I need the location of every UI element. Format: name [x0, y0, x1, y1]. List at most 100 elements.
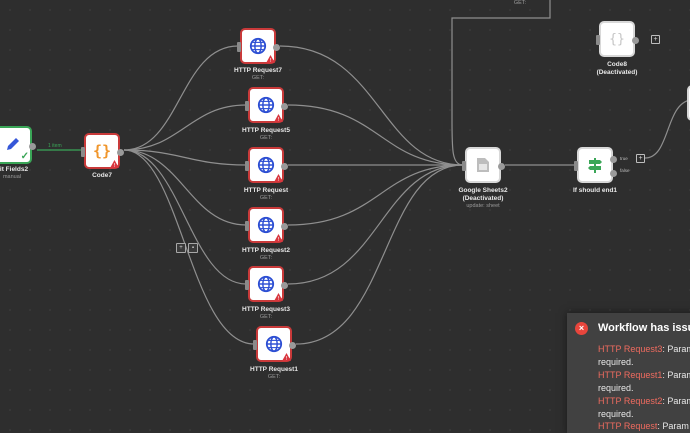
node-subtitle: GET: — [267, 374, 281, 380]
node-subtitle: GET: — [259, 135, 273, 141]
node-subtitle: manual — [2, 174, 22, 180]
issue-required: required. — [598, 383, 634, 393]
node-label: If should end1 — [572, 187, 618, 194]
issue-required: required. — [598, 409, 634, 419]
issue-line: HTTP Request2: Param — [598, 396, 690, 406]
edge-item-count: 1 item — [48, 143, 62, 149]
issue-required: required. — [598, 357, 634, 367]
input-port — [245, 161, 249, 171]
globe-icon — [250, 89, 282, 121]
node-code8[interactable]: {} — [596, 21, 639, 57]
node-label: HTTP Request7 — [234, 67, 282, 74]
node-label: HTTP Request1 — [250, 366, 298, 373]
false-output-port[interactable] — [610, 170, 617, 177]
node-if-should-end1[interactable] — [574, 147, 617, 183]
code-braces-icon: {} — [609, 31, 625, 47]
input-port — [574, 161, 578, 171]
node-code7[interactable]: {} ! — [81, 133, 124, 169]
issue-node-link[interactable]: HTTP Request3 — [598, 344, 663, 354]
input-port — [245, 221, 249, 231]
svg-text:!: ! — [113, 163, 115, 168]
issue-line: HTTP Request3: Param — [598, 344, 690, 354]
node-label: HTTP Request — [243, 187, 289, 194]
node-deactivated-label: (Deactivated) — [462, 195, 504, 202]
warning-icon: ! — [282, 353, 291, 361]
node-edit-fields[interactable]: ✓ — [0, 126, 36, 164]
node-subtitle: GET: — [251, 75, 265, 81]
issue-text: : Param — [662, 344, 690, 354]
output-port[interactable] — [281, 163, 288, 170]
warning-icon: ! — [274, 234, 283, 242]
issue-line: HTTP Request1: Param — [598, 370, 690, 380]
svg-text:!: ! — [285, 356, 287, 361]
input-port — [462, 161, 466, 171]
output-port[interactable] — [281, 103, 288, 110]
globe-icon — [250, 268, 282, 300]
output-port[interactable] — [289, 342, 296, 349]
output-port[interactable] — [498, 163, 505, 170]
node-deactivated-label: (Deactivated) — [596, 69, 638, 76]
output-port[interactable] — [273, 44, 280, 51]
node-label: dit Fields2 — [0, 166, 29, 173]
node-http-request5[interactable]: ! — [245, 87, 288, 123]
output-port[interactable] — [632, 37, 639, 44]
node-partial-right[interactable] — [687, 85, 690, 121]
node-subtitle: GET: — [259, 255, 273, 261]
add-node-button[interactable]: + — [651, 35, 660, 44]
svg-text:!: ! — [277, 177, 279, 182]
signpost-icon — [579, 149, 611, 181]
output-port[interactable] — [29, 143, 36, 150]
svg-text:!: ! — [277, 237, 279, 242]
sheet-icon — [467, 149, 499, 181]
svg-text:!: ! — [277, 117, 279, 122]
node-subtitle: update: sheet — [466, 203, 500, 209]
node-http-request[interactable]: ! — [245, 147, 288, 183]
input-port — [237, 42, 241, 52]
warning-icon: ! — [274, 293, 283, 301]
input-port — [245, 101, 249, 111]
issue-text: : Param — [657, 421, 689, 431]
output-port[interactable] — [117, 149, 124, 156]
issue-text: : Param — [662, 370, 690, 380]
input-port — [81, 147, 85, 157]
globe-icon — [250, 209, 282, 241]
node-subtitle: GET: — [513, 0, 527, 6]
true-branch-label: true — [620, 156, 628, 161]
add-node-button[interactable]: + — [636, 154, 645, 163]
node-http-request7[interactable]: ! — [237, 28, 280, 64]
output-port[interactable] — [281, 223, 288, 230]
node-label: Google Sheets2 — [458, 187, 508, 194]
input-port — [245, 280, 249, 290]
issue-node-link[interactable]: HTTP Request1 — [598, 370, 663, 380]
node-label: Code7 — [92, 172, 112, 179]
error-icon: × — [575, 322, 588, 335]
globe-icon — [242, 30, 274, 62]
add-node-edge-button[interactable]: + — [176, 243, 186, 253]
issue-line: HTTP Request: Param — [598, 421, 689, 431]
toast-title: Workflow has issu — [598, 322, 690, 334]
pencil-icon — [0, 128, 30, 162]
node-http-request2[interactable]: ! — [245, 207, 288, 243]
node-label: HTTP Request5 — [242, 127, 290, 134]
node-google-sheets2[interactable] — [462, 147, 505, 183]
warning-icon: ! — [266, 55, 275, 63]
output-port[interactable] — [281, 282, 288, 289]
workflow-issues-toast: × Workflow has issu HTTP Request3: Param… — [567, 313, 690, 433]
input-port — [596, 35, 600, 45]
globe-icon — [258, 328, 290, 360]
node-subtitle: GET: — [259, 195, 273, 201]
node-label: Code8 — [607, 61, 627, 68]
issue-text: : Param — [662, 396, 690, 406]
warning-icon: ! — [274, 174, 283, 182]
svg-text:!: ! — [269, 58, 271, 63]
issue-node-link[interactable]: HTTP Request — [598, 421, 658, 431]
success-check-icon: ✓ — [20, 151, 29, 162]
warning-icon: ! — [274, 114, 283, 122]
code-braces-icon: {} — [92, 142, 112, 160]
issue-node-link[interactable]: HTTP Request2 — [598, 396, 663, 406]
node-http-request3[interactable]: ! — [245, 266, 288, 302]
delete-edge-button[interactable]: ▪ — [188, 243, 198, 253]
true-output-port[interactable] — [610, 156, 617, 163]
node-http-request1[interactable]: ! — [253, 326, 296, 362]
